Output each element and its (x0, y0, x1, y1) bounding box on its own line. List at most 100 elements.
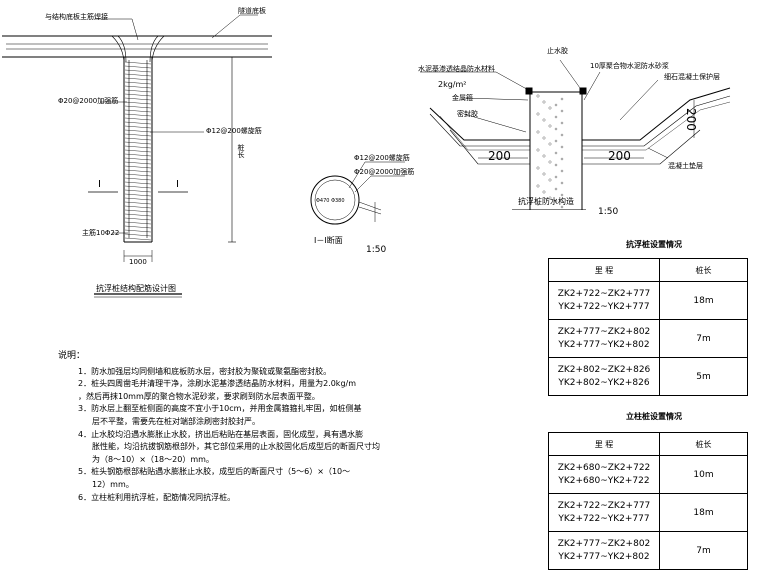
concrete-hatch-dot (542, 190, 546, 194)
stirrup-hatch-line (124, 141, 152, 145)
table-cell-length: 18m (659, 281, 748, 320)
concrete-hatch-dot (554, 163, 558, 167)
stirrup-hatch-line (124, 181, 152, 185)
stirrup-hatch-line (124, 69, 152, 73)
note-line: 6．立柱桩利用抗浮桩，配筋情况同抗浮桩。 (78, 492, 236, 502)
section-drawing (310, 161, 405, 225)
note-line: ，然后再抹10mm厚的聚合物水泥砂浆，要求刷到防水层表面平整。 (78, 391, 320, 401)
concrete-hatch-dot (542, 136, 546, 140)
stirrup-hatch-line (124, 117, 152, 121)
note-line: 12）mm。 (92, 479, 134, 489)
stirrup-hatch-line (124, 133, 152, 137)
stirrup-hatch-line (124, 217, 152, 221)
coating-label: 水泥基渗透结晶防水材料 (418, 65, 495, 73)
concrete-hatch-dot (548, 196, 552, 200)
stirrup-hatch-line (124, 229, 152, 233)
concrete-hatch-dot (560, 97, 564, 101)
waterproof-detail-title: 抗浮桩防水构造 (518, 197, 574, 206)
pile-drawing-title: 抗浮桩结构配筋设计图 (96, 284, 176, 293)
concrete-hatch-dot (548, 142, 552, 146)
stirrup-hatch-line (124, 113, 152, 117)
concrete-hatch-dot (560, 145, 564, 149)
stirrup-hatch-line (124, 73, 152, 77)
waterproof-detail-scale: 1:50 (598, 207, 619, 217)
reinforcing-bar-label: Φ20@2000加强筋 (58, 97, 119, 105)
section-mark-left: I (98, 179, 101, 190)
concrete-hatch-dot (554, 187, 558, 191)
note-line: 为（8～10）×（18～20）mm。 (92, 454, 214, 464)
concrete-hatch-dot (560, 157, 564, 161)
concrete-hatch-dot (560, 193, 564, 197)
section-stirrup-label: Φ12@200螺旋筋 (354, 154, 410, 162)
note-line: 2．桩头四周凿毛并清理干净，涂刷水泥基渗透结晶防水材料，用量为2.0kg/m (78, 379, 357, 389)
sealant-label: 密封胶 (457, 110, 478, 118)
table-cell-length: 7m (659, 319, 748, 358)
table-cell-length: 7m (659, 531, 748, 570)
note-line: 3．防水层上翻至桩侧面的高度不宜小于10cm，并用金属箍箍扎牢固，如桩侧基 (78, 404, 362, 414)
waterproof-detail-drawing (420, 60, 731, 210)
table2-header-range: 里 程 (548, 432, 660, 456)
pile-width-label: 1000 (129, 258, 147, 266)
section-inner-label: Φ470 Φ380 (316, 198, 345, 204)
concrete-hatch-dot (542, 100, 546, 104)
concrete-hatch-dot (536, 166, 540, 170)
section-scale: 1:50 (366, 245, 387, 255)
section-mark-right: I (176, 179, 179, 190)
table2-header-length: 桩长 (659, 432, 748, 456)
concrete-hatch-dot (536, 202, 540, 206)
stirrup-hatch-line (124, 225, 152, 229)
stirrup-hatch-line (124, 85, 152, 89)
stirrup-hatch-line (124, 137, 152, 141)
stirrup-hatch-line (124, 81, 152, 85)
concrete-hatch-dot (536, 112, 540, 116)
concrete-hatch-dot (554, 127, 558, 131)
waterstop-label: 止水胶 (547, 47, 568, 55)
concrete-hatch-dot (548, 106, 552, 110)
concrete-hatch-dot (554, 151, 558, 155)
table-cell-length: 18m (659, 493, 748, 532)
table-cell-length: 10m (659, 455, 748, 494)
stirrup-hatch-line (124, 209, 152, 213)
protection-layer-label: 细石混凝土保护层 (664, 73, 720, 81)
dosage-label: 2kg/m² (438, 80, 467, 89)
concrete-hatch-dot (560, 169, 564, 173)
stirrup-hatch-line (124, 145, 152, 149)
stirrup-hatch-line (124, 93, 152, 97)
stirrup-hatch-line (124, 213, 152, 217)
stirrup-hatch-line (124, 177, 152, 181)
section-title: I－I断面 (314, 236, 343, 245)
concrete-hatch-dot (560, 205, 564, 209)
concrete-hatch-dot (548, 160, 552, 164)
pile-length-label: 桩长 (237, 144, 245, 158)
dimension-200-left: 200 (488, 149, 511, 163)
concrete-hatch-dot (536, 148, 540, 152)
stirrup-hatch-line (124, 189, 152, 193)
concrete-hatch-dot (542, 154, 546, 158)
stirrup-hatch-line (124, 205, 152, 209)
table2-title: 立柱桩设置情况 (626, 412, 682, 421)
table1-title: 抗浮桩设置情况 (626, 240, 682, 249)
table-cell-length: 5m (659, 357, 748, 396)
note-line: 1．防水加强层均同侧墙和底板防水层，密封胶为聚硫或聚氨酯密封胶。 (78, 366, 332, 376)
concrete-hatch-dot (536, 130, 540, 134)
stirrup-hatch-line (124, 165, 152, 169)
spiral-stirrup-label: Φ12@200螺旋筋 (206, 127, 262, 135)
notes-block: 说明： 1．防水加强层均同侧墙和底板防水层，密封胶为聚硫或聚氨酯密封胶。 2．桩… (58, 350, 408, 504)
concrete-hatch-dot (548, 124, 552, 128)
notes-title: 说明： (58, 351, 86, 361)
weld-label: 与结构底板主筋焊接 (45, 13, 108, 21)
stirrup-hatch-line (124, 157, 152, 161)
stirrup-hatch-line (124, 237, 152, 241)
stirrup-hatch-line (124, 125, 152, 129)
concrete-hatch-dot (554, 175, 558, 179)
stirrup-hatch-line (124, 61, 152, 65)
dimension-200-vertical: 200 (684, 108, 698, 131)
